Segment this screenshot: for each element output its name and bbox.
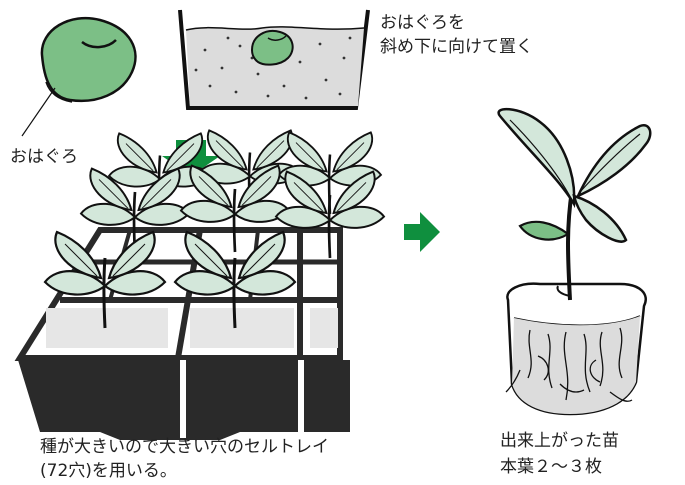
seed-name-label: おはぐろ <box>10 147 78 167</box>
tray-caption-line1: 種が大きいので大きい穴のセルトレイ <box>40 437 329 457</box>
finished-seedling-label-line2: 本葉２～３枚 <box>500 457 602 477</box>
seedling-plug-icon <box>497 107 652 416</box>
bean-icon <box>40 16 137 103</box>
tray-caption-line2: (72穴)を用いる。 <box>40 461 177 481</box>
seed-pointer-line <box>21 87 56 137</box>
seed-placement-label-line1: おはぐろを <box>380 13 465 33</box>
right-arrow-icon <box>404 212 440 252</box>
finished-seedling-label-line1: 出来上がった苗 <box>500 431 619 451</box>
seed-placement-label-line2: 斜め下に向けて置く <box>380 37 533 57</box>
seed-pot-icon <box>178 9 370 110</box>
